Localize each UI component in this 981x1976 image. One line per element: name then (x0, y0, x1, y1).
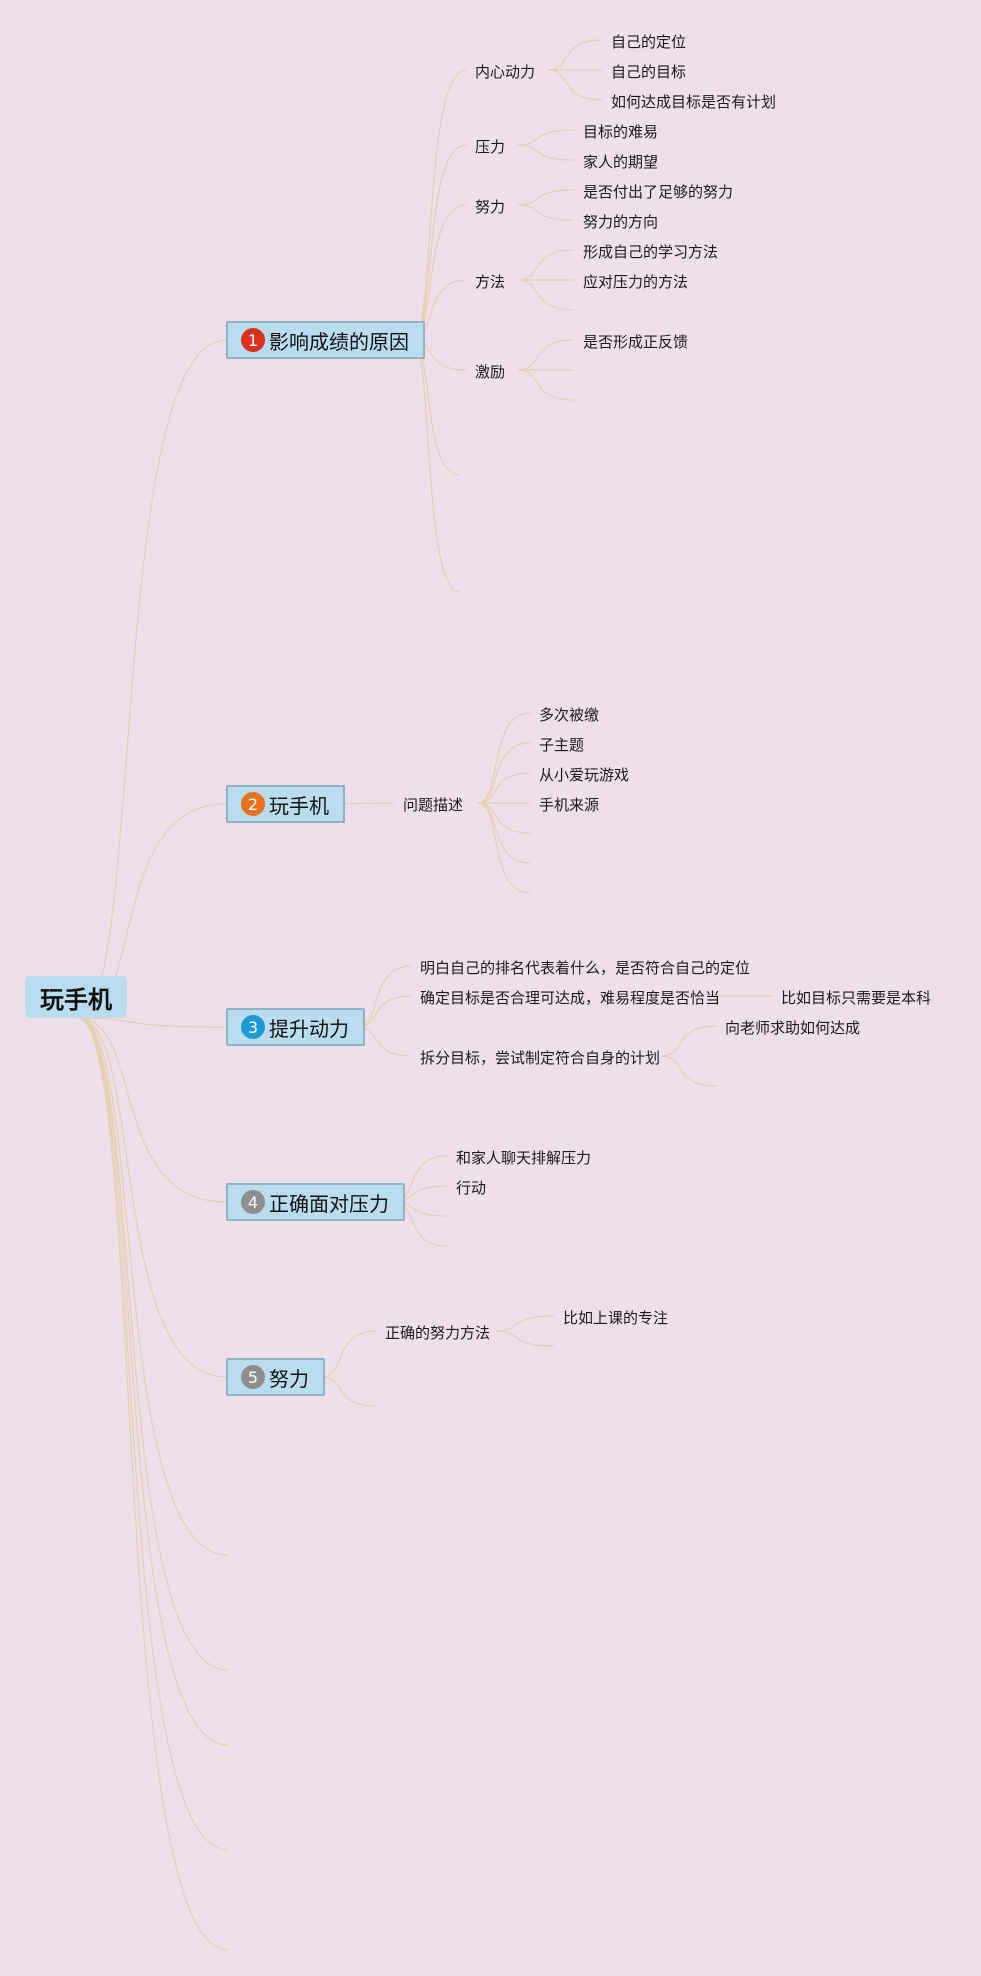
main-topic-label: 提升动力 (269, 1016, 349, 1041)
main-topic-2[interactable]: 2 玩手机 (226, 785, 345, 823)
main-topic-5[interactable]: 5 努力 (226, 1358, 325, 1396)
root-connector (77, 1017, 227, 1203)
empty-branch-connector (77, 1017, 229, 1556)
connector (547, 69, 603, 101)
connector (477, 802, 531, 834)
connector (477, 802, 531, 894)
leaf-topic[interactable]: 从小爱玩游戏 (539, 766, 630, 784)
connector (495, 1315, 555, 1332)
subtopic[interactable]: 明白自己的排名代表着什么，是否符合自己的定位 (420, 959, 751, 977)
root-topic[interactable]: 玩手机 (25, 976, 127, 1018)
subtopic[interactable]: 确定目标是否合理可达成，难易程度是否恰当 (420, 989, 721, 1007)
leaf-topic[interactable]: 自己的目标 (611, 63, 687, 81)
subtopic-effort[interactable]: 努力 (475, 198, 506, 216)
leaf-topic[interactable]: 是否付出了足够的努力 (583, 183, 734, 201)
main-topic-4[interactable]: 4 正确面对压力 (226, 1183, 405, 1221)
leaf-topic[interactable]: 如何达成目标是否有计划 (611, 93, 777, 111)
connector (411, 339, 461, 593)
leaf-topic[interactable]: 向老师求助如何达成 (725, 1019, 861, 1037)
connector (411, 204, 467, 341)
connector (357, 1026, 412, 1057)
root-connector (77, 1017, 227, 1378)
subtopic-inner-drive[interactable]: 内心动力 (475, 63, 536, 81)
leaf-topic[interactable]: 努力的方向 (583, 213, 659, 231)
subtopic-pressure[interactable]: 压力 (475, 138, 506, 156)
connector (477, 742, 531, 804)
main-topic-label: 玩手机 (269, 793, 329, 818)
leaf-topic[interactable]: 比如目标只需要是本科 (781, 989, 932, 1007)
root-connector (77, 339, 227, 1019)
subtopic[interactable]: 拆分目标，尝试制定符合自身的计划 (420, 1049, 661, 1067)
empty-branch-connector (77, 1017, 229, 1851)
connector (477, 712, 531, 804)
leaf-topic[interactable]: 比如上课的专注 (563, 1309, 669, 1327)
subtopic[interactable]: 和家人聊天排解压力 (456, 1149, 592, 1167)
subtopic-problem-description[interactable]: 问题描述 (403, 796, 464, 814)
root-connector (77, 1017, 227, 1028)
leaf-topic[interactable]: 应对压力的方法 (583, 273, 689, 291)
connector (661, 1025, 717, 1057)
connector (477, 772, 531, 804)
number-badge-icon: 1 (241, 328, 265, 352)
leaf-topic[interactable]: 目标的难易 (583, 123, 659, 141)
empty-branch-connector (77, 1017, 229, 1746)
main-topic-label: 正确面对压力 (269, 1191, 389, 1216)
connector (357, 995, 412, 1028)
connector (517, 279, 575, 311)
connector (411, 69, 467, 341)
connector (411, 144, 467, 341)
leaf-topic[interactable]: 子主题 (539, 736, 585, 754)
connector (517, 189, 575, 206)
number-badge-icon: 5 (241, 1365, 265, 1389)
number-badge-icon: 3 (241, 1015, 265, 1039)
subtopic[interactable]: 正确的努力方法 (385, 1324, 491, 1342)
connector (517, 129, 575, 146)
main-topic-label: 努力 (269, 1366, 309, 1391)
connector (517, 369, 575, 401)
leaf-topic[interactable]: 是否形成正反馈 (583, 333, 689, 351)
empty-branch-connector (77, 1017, 229, 1951)
empty-branch-connector (77, 1017, 229, 1671)
leaf-topic[interactable]: 家人的期望 (583, 153, 659, 171)
connector (547, 39, 603, 71)
connector (321, 1330, 377, 1378)
connector (321, 1376, 377, 1407)
subtopic[interactable]: 行动 (456, 1179, 487, 1197)
number-badge-icon: 2 (241, 792, 265, 816)
leaf-topic[interactable]: 手机来源 (539, 796, 600, 814)
connector (517, 204, 575, 221)
subtopic-motivation[interactable]: 激励 (475, 363, 506, 381)
connector (661, 1055, 717, 1087)
number-badge-icon: 4 (241, 1190, 265, 1214)
connector (517, 144, 575, 161)
leaf-topic[interactable]: 自己的定位 (611, 33, 687, 51)
connector (495, 1330, 555, 1347)
connector (517, 249, 575, 281)
main-topic-label: 影响成绩的原因 (269, 329, 409, 354)
connector (517, 339, 575, 371)
leaf-topic[interactable]: 多次被缴 (539, 706, 600, 724)
main-topic-3[interactable]: 3 提升动力 (226, 1008, 365, 1046)
main-topic-1[interactable]: 1 影响成绩的原因 (226, 321, 425, 359)
leaf-topic[interactable]: 形成自己的学习方法 (583, 243, 719, 261)
subtopic-method[interactable]: 方法 (475, 273, 506, 291)
